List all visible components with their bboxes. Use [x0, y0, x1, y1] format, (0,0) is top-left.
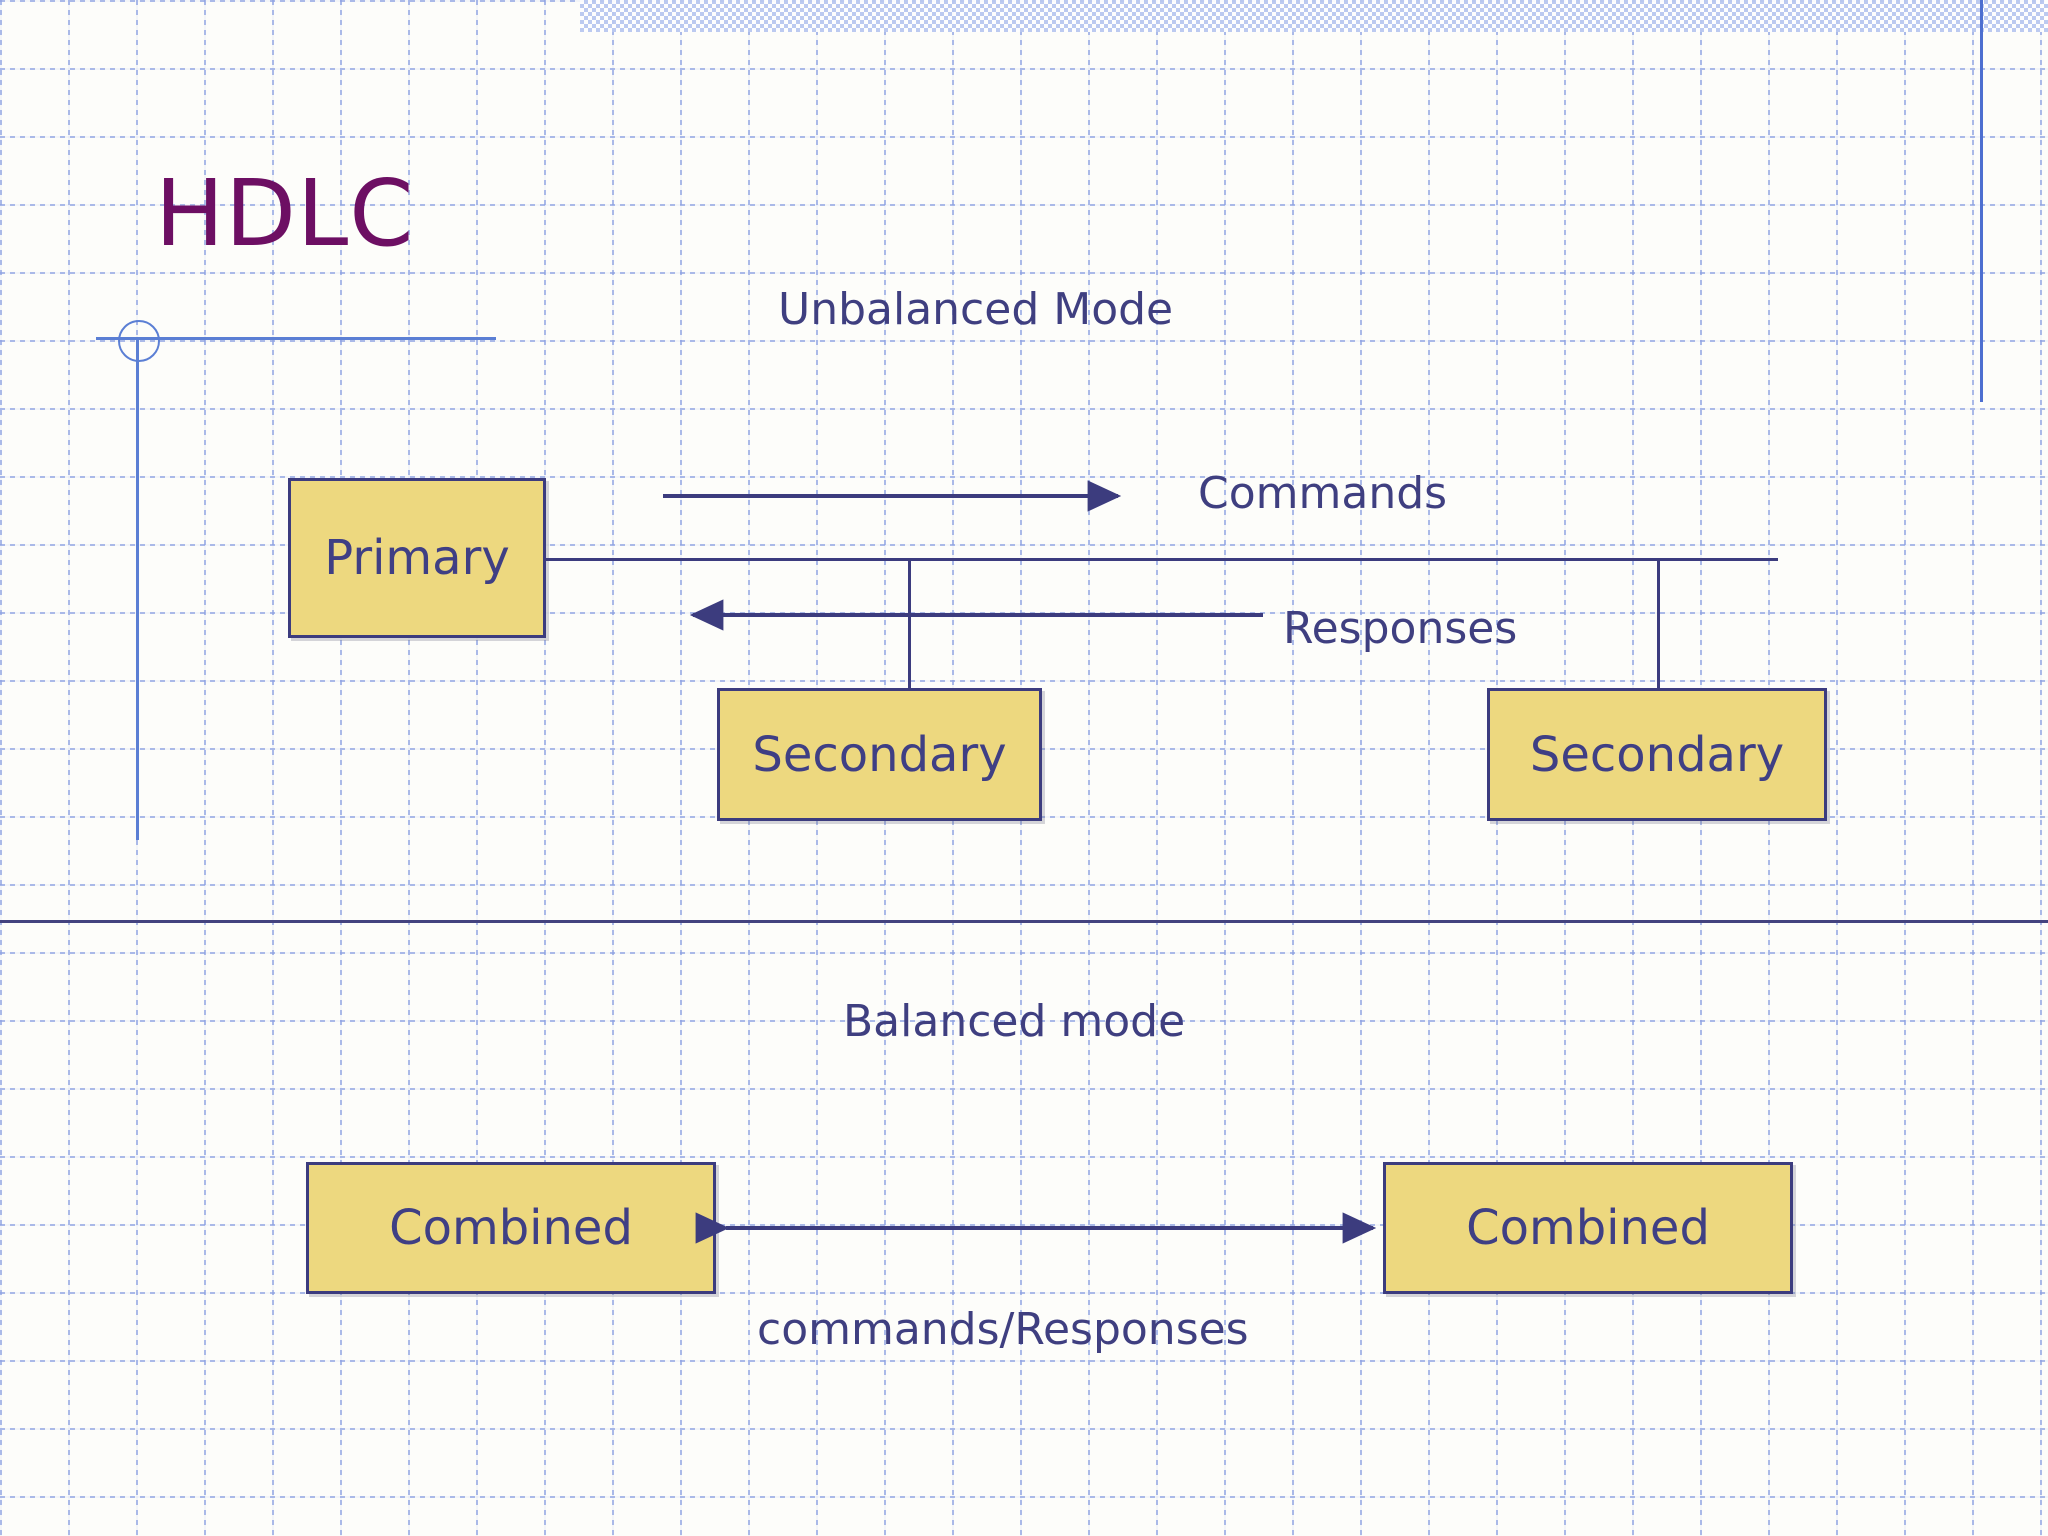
node-primary[interactable]: Primary: [288, 478, 546, 638]
title-left-vertical-rule: [136, 337, 139, 840]
node-combined-right[interactable]: Combined: [1383, 1162, 1793, 1294]
balanced-mode-heading: Balanced mode: [843, 996, 1186, 1047]
node-secondary-left-label: Secondary: [752, 726, 1007, 783]
node-secondary-right[interactable]: Secondary: [1487, 688, 1827, 821]
section-divider: [0, 920, 2048, 923]
decorative-circle-icon: [118, 320, 160, 362]
bus-drop-left: [908, 558, 911, 690]
responses-label: Responses: [1283, 603, 1518, 654]
node-primary-label: Primary: [324, 530, 510, 586]
right-vertical-rule: [1980, 0, 1983, 402]
bus-drop-right: [1657, 558, 1660, 690]
node-combined-left-label: Combined: [389, 1200, 633, 1256]
commands-responses-label: commands/Responses: [757, 1304, 1249, 1355]
top-checkered-banner: [580, 0, 2048, 32]
node-combined-right-label: Combined: [1466, 1200, 1710, 1256]
node-secondary-left[interactable]: Secondary: [717, 688, 1042, 821]
unbalanced-mode-heading: Unbalanced Mode: [778, 284, 1174, 335]
node-secondary-right-label: Secondary: [1529, 726, 1785, 783]
commands-label: Commands: [1198, 468, 1448, 519]
bus-line-horizontal: [546, 558, 1778, 561]
page-title: HDLC: [155, 160, 415, 267]
title-underline-rule: [96, 337, 496, 340]
node-combined-left[interactable]: Combined: [306, 1162, 716, 1294]
